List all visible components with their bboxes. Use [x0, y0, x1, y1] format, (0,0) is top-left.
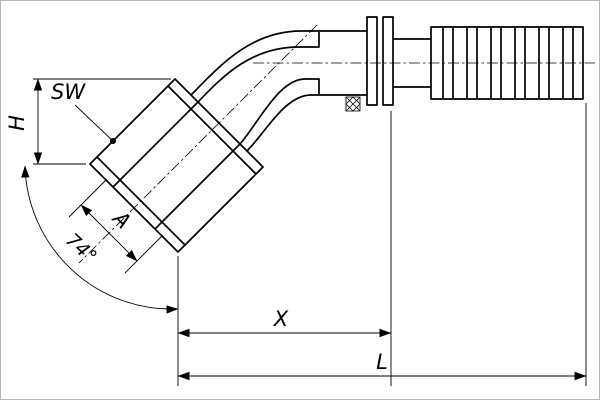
- collar-rib-2: [382, 16, 394, 106]
- fitting-body: [89, 16, 584, 253]
- dim-angle-arc: [21, 165, 179, 314]
- label-a: A: [107, 205, 136, 234]
- hex-nut-flat-lines: [96, 85, 257, 246]
- collar-rib-1: [366, 16, 378, 106]
- dim-x-l-extension-lines: [177, 103, 587, 386]
- dimension-labels: SW H A 74° X L: [5, 80, 388, 374]
- oring-seal: [345, 96, 361, 112]
- stem-neck: [393, 38, 431, 88]
- label-cone-angle: 74°: [61, 229, 101, 268]
- label-x: X: [273, 307, 289, 331]
- elbow-inner-contour: [246, 94, 367, 152]
- elbow-step-upper: [197, 32, 320, 103]
- label-sw: SW: [51, 80, 86, 104]
- elbow-outer-contour: [190, 30, 367, 96]
- dimensions: [21, 78, 587, 386]
- label-h: H: [5, 115, 29, 131]
- elbow-step-lower: [239, 78, 320, 145]
- dim-sw-leader: [74, 104, 114, 142]
- dim-sw-leader-dot: [110, 138, 116, 144]
- label-l: L: [376, 350, 388, 374]
- oring-crosshatch: [345, 96, 361, 112]
